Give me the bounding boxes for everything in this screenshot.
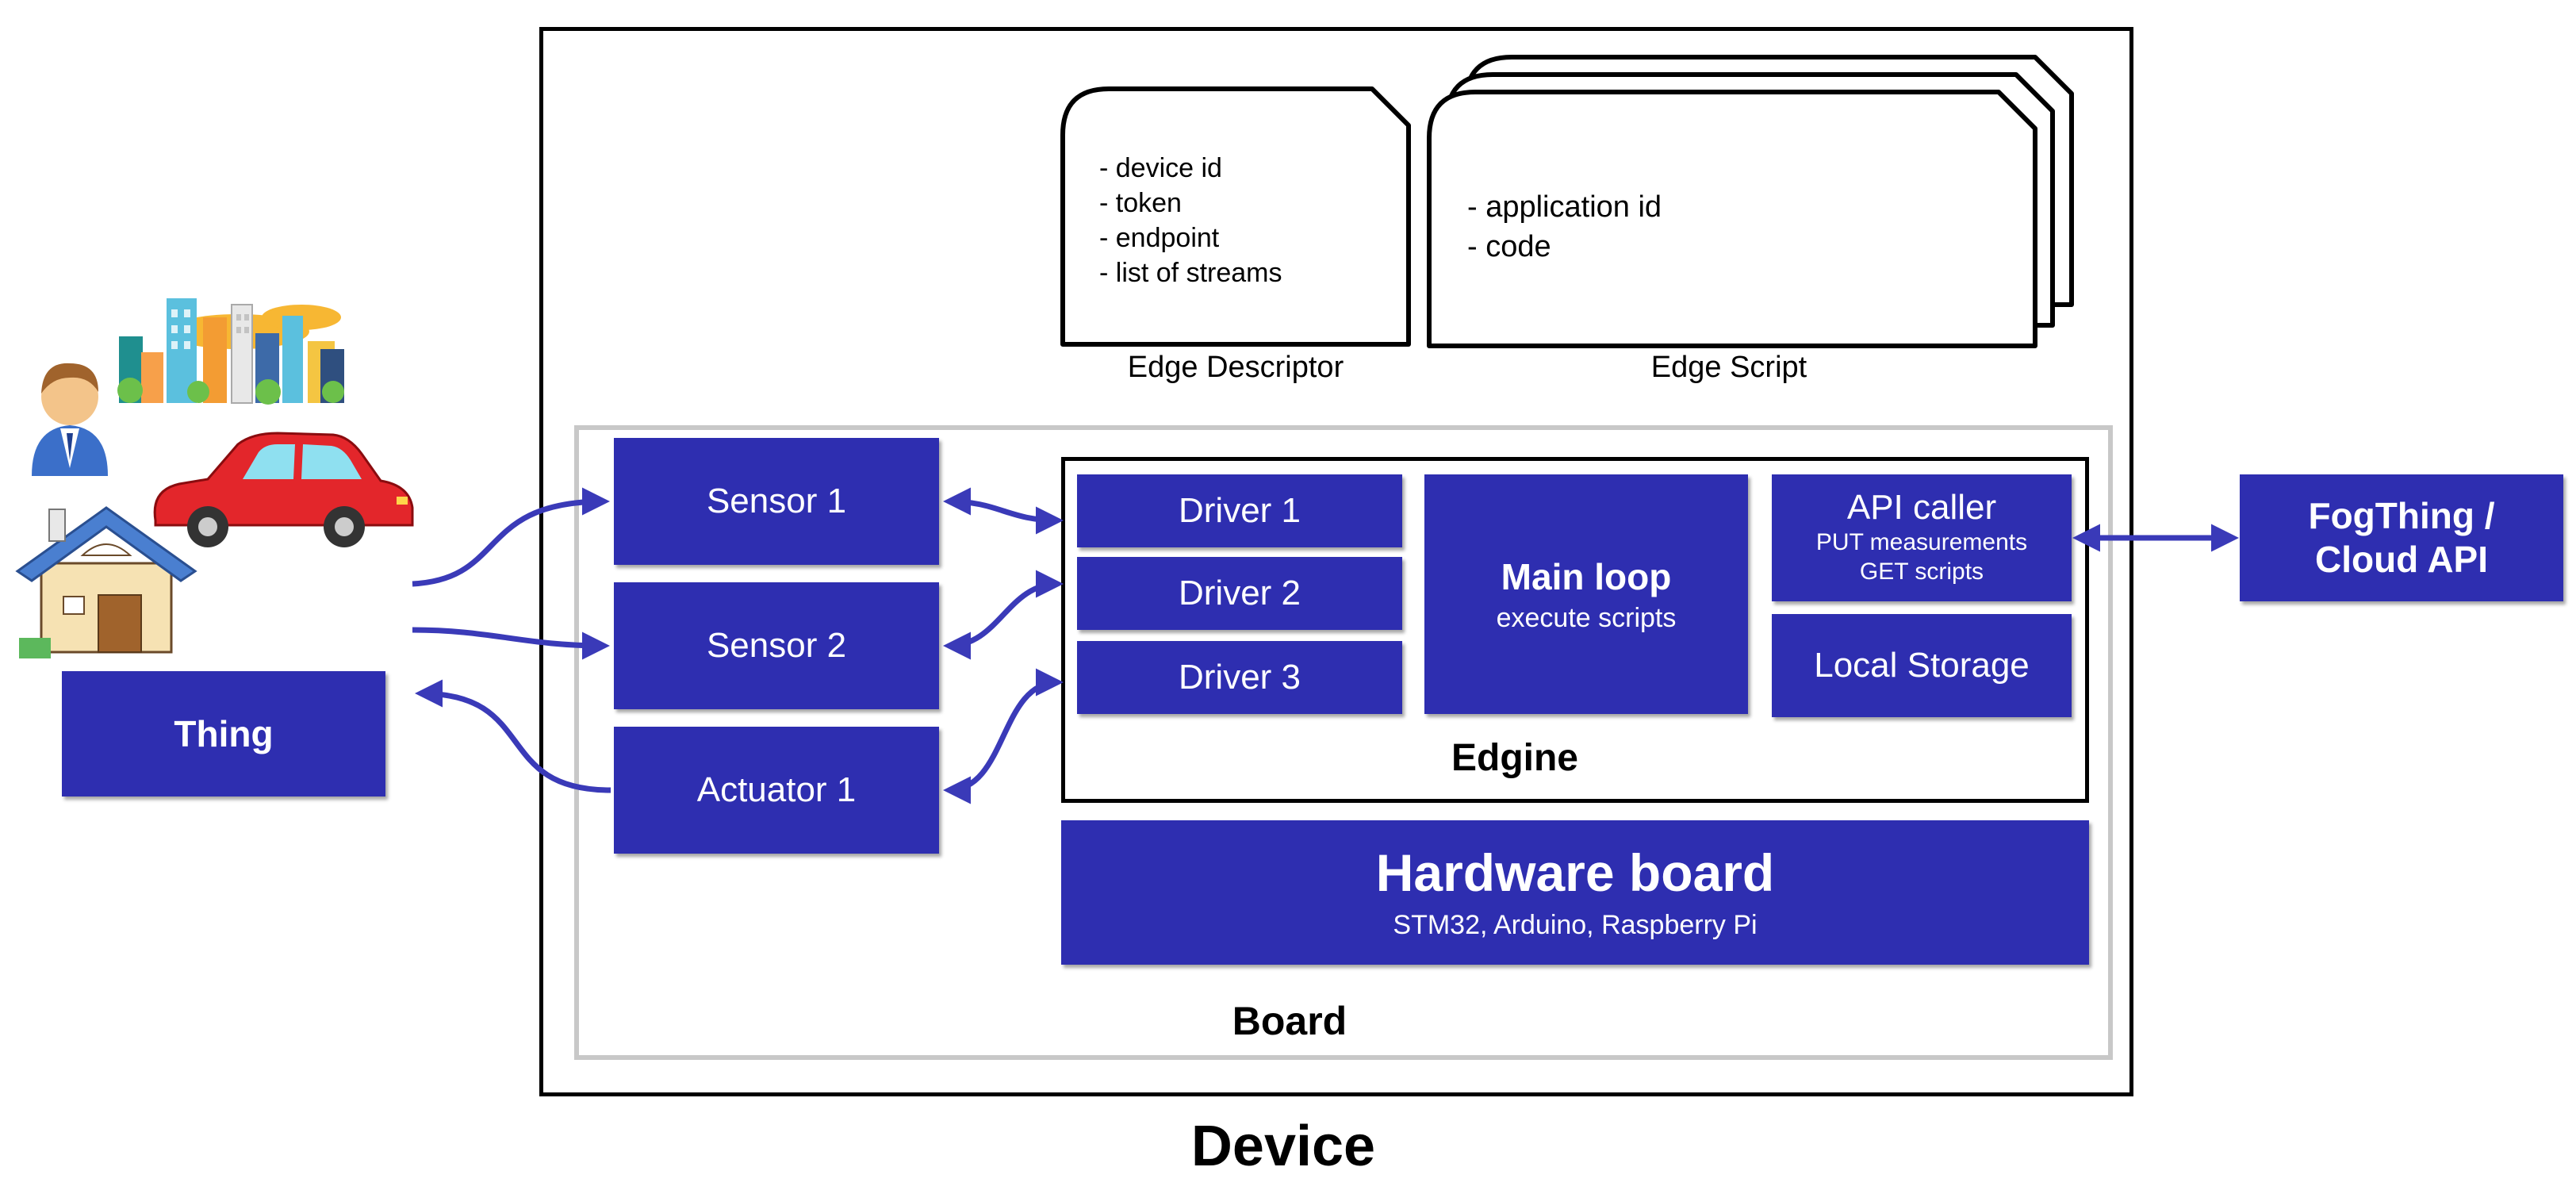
driver-1-label: Driver 1 [1178, 490, 1301, 530]
main-loop-subtitle: execute scripts [1496, 602, 1677, 633]
actuator-1-label: Actuator 1 [696, 770, 857, 809]
edgine-label: Edgine [1451, 737, 1578, 779]
descriptor-line: - endpoint [1099, 223, 1220, 253]
script-line: - code [1467, 230, 1551, 263]
edge-script-document-front [1427, 90, 2037, 348]
script-line: - application id [1467, 190, 1662, 224]
local-storage-label: Local Storage [1814, 645, 2030, 685]
hardware-board-title: Hardware board [1375, 843, 1775, 903]
api-caller-box: API caller PUT measurements GET scripts [1772, 474, 2072, 601]
actuator-1-box: Actuator 1 [614, 727, 939, 854]
edge-descriptor-document [1060, 86, 1411, 347]
main-loop-box: Main loop execute scripts [1424, 474, 1748, 714]
api-caller-line1: PUT measurements [1815, 528, 2028, 555]
thing-label: Thing [174, 713, 274, 754]
sensor-2-box: Sensor 2 [614, 582, 939, 709]
edge-script-lines: - application id - code [1467, 187, 1864, 267]
driver-2-label: Driver 2 [1178, 573, 1301, 612]
driver-3-label: Driver 3 [1178, 657, 1301, 697]
edge-script-caption: Edge Script [1650, 351, 1807, 384]
person-icon [32, 363, 108, 476]
board-frame [574, 425, 2113, 1060]
thing-to-sensor-1-arrow [412, 487, 610, 587]
cloud-api-line1: FogThing / [2308, 494, 2495, 536]
edge-descriptor-caption: Edge Descriptor [1127, 351, 1344, 384]
edge-descriptor-lines: - device id - token - endpoint - list of… [1099, 151, 1385, 290]
driver-1-box: Driver 1 [1077, 474, 1402, 547]
cloud-api-line2: Cloud API [2314, 539, 2489, 580]
local-storage-box: Local Storage [1772, 614, 2072, 717]
driver-2-box: Driver 2 [1077, 557, 1402, 630]
api-caller-title: API caller [1846, 488, 1997, 528]
actuator-driver-arrow [943, 668, 1064, 804]
descriptor-line: - token [1099, 188, 1182, 218]
actuator-to-thing-arrow [415, 679, 611, 793]
city-icon [117, 298, 344, 405]
board-label: Board [1232, 999, 1347, 1043]
sensor-1-box: Sensor 1 [614, 438, 939, 565]
thing-to-sensor-2-arrow [412, 627, 610, 660]
main-loop-title: Main loop [1501, 555, 1672, 597]
device-label: Device [1190, 1115, 1376, 1178]
hardware-board-subtitle: STM32, Arduino, Raspberry Pi [1393, 909, 1758, 940]
cloud-api-box: FogThing / Cloud API [2240, 474, 2563, 601]
sensor-1-driver-arrow [943, 487, 1064, 535]
hardware-board-box: Hardware board STM32, Arduino, Raspberry… [1061, 820, 2089, 965]
sensor-2-driver-arrow [943, 570, 1064, 660]
device-frame [539, 27, 2133, 1096]
descriptor-line: - device id [1099, 153, 1222, 183]
car-icon [153, 432, 414, 547]
thing-box: Thing [62, 671, 385, 797]
sensor-2-label: Sensor 2 [706, 625, 847, 665]
api-caller-line2: GET scripts [1859, 559, 1984, 585]
house-icon [15, 506, 197, 658]
descriptor-line: - list of streams [1099, 258, 1282, 288]
sensor-1-label: Sensor 1 [706, 481, 847, 520]
driver-3-box: Driver 3 [1077, 641, 1402, 714]
